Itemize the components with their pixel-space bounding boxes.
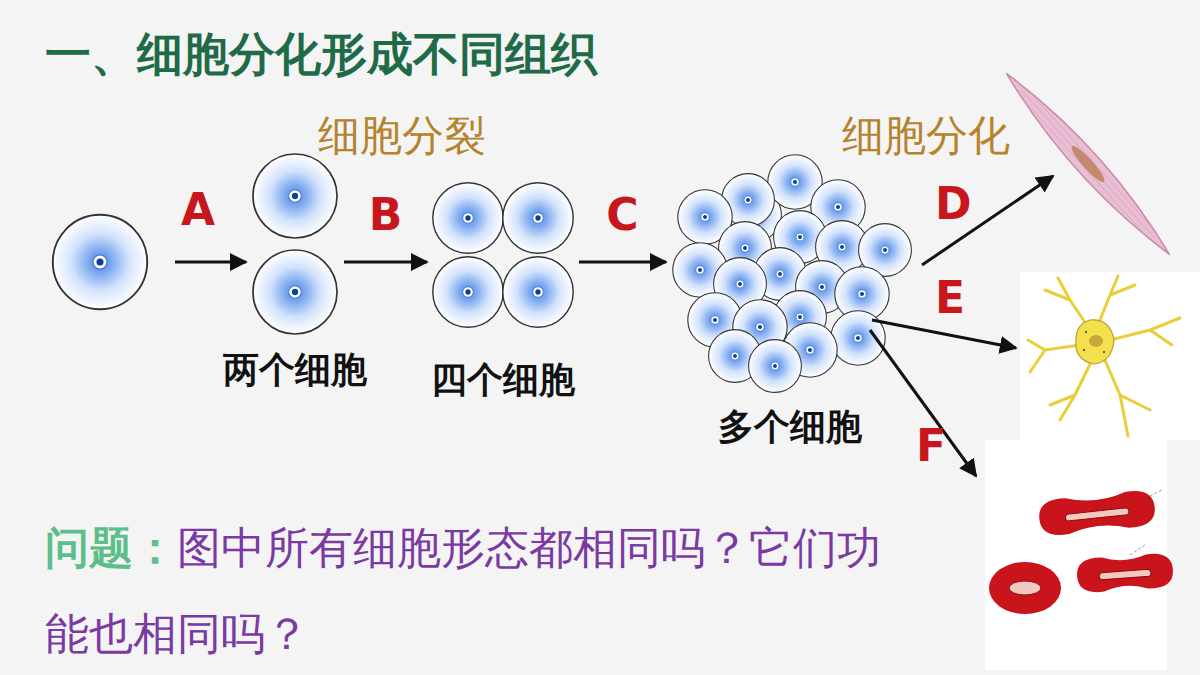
- cell-group: 两个细胞: [250, 152, 340, 334]
- group-caption: 多个细胞: [718, 403, 862, 452]
- group-caption: 两个细胞: [223, 346, 367, 395]
- arrow-a: [175, 261, 246, 264]
- arrow-connector: [579, 261, 666, 264]
- arrow-letter: D: [935, 178, 972, 229]
- muscle-cell: [997, 65, 1178, 262]
- question-block: 问题：图中所有细胞形态都相同吗？它们功能也相同吗？: [45, 505, 923, 675]
- arrow-connector: [344, 261, 427, 264]
- cell-group: 四个细胞: [431, 182, 575, 328]
- arrow-e: [872, 320, 1016, 348]
- slide-title: 一、细胞分化形成不同组织: [45, 24, 597, 86]
- cell: [503, 183, 573, 253]
- arrow-f: [870, 330, 976, 476]
- question-heading: 问题：: [45, 522, 177, 573]
- cell-group: 多个细胞: [670, 155, 910, 395]
- cell: [433, 257, 503, 327]
- neuron: [1020, 272, 1200, 440]
- cell: [433, 183, 503, 253]
- cell: [503, 257, 573, 327]
- single-cell: [53, 215, 147, 309]
- arrow-letter: A: [181, 184, 215, 235]
- group-caption: 四个细胞: [431, 356, 575, 405]
- arrow-letter: E: [935, 272, 965, 323]
- arrow-letter: C: [606, 189, 638, 240]
- cell-cluster: [673, 155, 912, 393]
- process-label: 细胞分化: [842, 108, 1010, 164]
- red-blood-cells: [985, 440, 1174, 670]
- arrow-letter: F: [916, 420, 946, 471]
- arrow-d: [922, 176, 1053, 265]
- arrow-letter: B: [369, 189, 403, 240]
- cell: [253, 154, 337, 238]
- process-label: 细胞分裂: [318, 108, 486, 164]
- cell: [253, 250, 337, 334]
